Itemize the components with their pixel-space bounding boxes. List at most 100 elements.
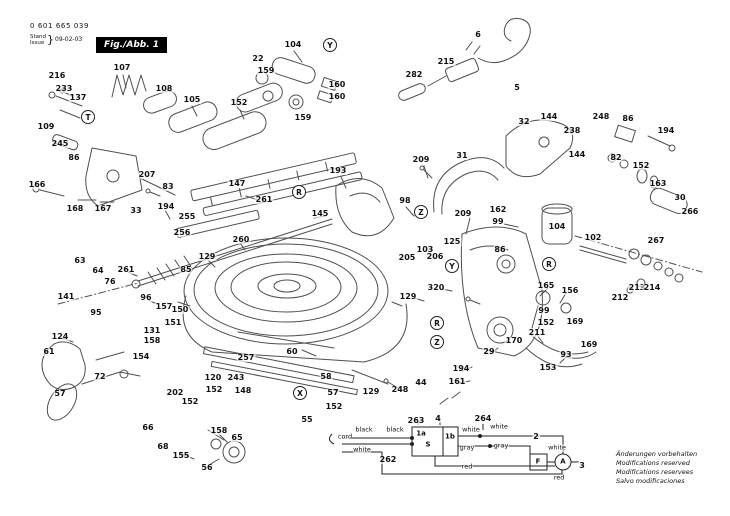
part-number-label: 145 xyxy=(310,209,330,218)
part-number-label: 72 xyxy=(93,372,107,381)
part-number-label: 320 xyxy=(426,283,446,292)
part-number-label: 266 xyxy=(680,207,700,216)
wire-color-label: black xyxy=(386,425,404,434)
legal-notes: Änderungen vorbehalten Modifications res… xyxy=(616,450,697,486)
part-number-label: 169 xyxy=(565,317,585,326)
part-number-label: 255 xyxy=(177,212,197,221)
part-number-label: 30 xyxy=(673,193,687,202)
part-number-label: 158 xyxy=(209,426,229,435)
section-letter-mark: R xyxy=(430,316,444,330)
part-number-label: 108 xyxy=(154,84,174,93)
section-letter-mark: R xyxy=(292,185,306,199)
section-letter-mark: Z xyxy=(430,335,444,349)
part-number-label: 214 xyxy=(642,283,662,292)
part-number-label: 161 xyxy=(447,377,467,386)
part-number-label: 61 xyxy=(42,347,56,356)
part-number-label: 85 xyxy=(179,265,193,274)
part-number-label: 95 xyxy=(89,308,103,317)
stand-label: Stand xyxy=(30,33,46,40)
part-number-label: 168 xyxy=(65,204,85,213)
note-line-fr: Modifications reservees xyxy=(616,468,694,476)
part-number-label: 152 xyxy=(631,161,651,170)
part-number-label: 44 xyxy=(414,378,428,387)
part-number-label: 257 xyxy=(236,353,256,362)
part-number-label: 248 xyxy=(390,385,410,394)
part-number-label: 159 xyxy=(293,113,313,122)
part-number-label: 56 xyxy=(200,463,214,472)
part-number-label: 245 xyxy=(50,139,70,148)
part-number-label: 3 xyxy=(578,461,586,470)
part-number-label: 120 xyxy=(203,373,223,382)
wire-color-label: white xyxy=(462,425,480,434)
part-number-label: 194 xyxy=(451,364,471,373)
part-number-label: 152 xyxy=(229,98,249,107)
section-letter-mark: X xyxy=(293,386,307,400)
part-number-label: 160 xyxy=(327,80,347,89)
terminal-label: F xyxy=(535,457,541,466)
part-number-label: 4 xyxy=(434,414,442,423)
part-number-label: 194 xyxy=(656,126,676,135)
part-number-label: 263 xyxy=(406,416,426,425)
issue-label: Issue xyxy=(30,39,45,46)
section-letter-mark: Z xyxy=(414,205,428,219)
part-number-label: 96 xyxy=(139,293,153,302)
part-number-label: 202 xyxy=(165,388,185,397)
part-number-label: 104 xyxy=(547,222,567,231)
part-number-label: 157 xyxy=(154,302,174,311)
part-number-label: 152 xyxy=(536,318,556,327)
part-number-label: 102 xyxy=(583,233,603,242)
part-number-label: 6 xyxy=(474,30,482,39)
terminal-label: 1b xyxy=(445,432,455,441)
part-number-label: 31 xyxy=(455,151,469,160)
part-number-label: 212 xyxy=(610,293,630,302)
part-number-label: 86 xyxy=(621,114,635,123)
part-number-label: 64 xyxy=(91,266,105,275)
note-line-en: Modifications reserved xyxy=(616,459,690,467)
part-number-label: 166 xyxy=(27,180,47,189)
part-number-label: 103 xyxy=(415,245,435,254)
figure-label: Fig./Abb. 1 xyxy=(96,37,168,53)
part-number-label: 207 xyxy=(137,170,157,179)
part-number-label: 93 xyxy=(559,350,573,359)
part-number-label: 29 xyxy=(482,347,496,356)
part-number-label: 162 xyxy=(488,205,508,214)
terminal-label: S xyxy=(425,440,431,449)
part-number-label: 156 xyxy=(560,286,580,295)
part-number-label: 141 xyxy=(56,292,76,301)
wire-color-label: cord xyxy=(337,432,353,441)
wire-color-label: gray xyxy=(493,441,509,450)
wire-color-label: black xyxy=(355,425,373,434)
part-number-label: 238 xyxy=(562,126,582,135)
part-number-label: 155 xyxy=(171,451,191,460)
part-number-label: 206 xyxy=(425,252,445,261)
part-number-label: 170 xyxy=(504,336,524,345)
part-number-label: 124 xyxy=(50,332,70,341)
part-number-label: 152 xyxy=(180,397,200,406)
brace-glyph: } xyxy=(47,33,54,46)
part-number-label: 109 xyxy=(36,122,56,131)
part-number-label: 267 xyxy=(646,236,666,245)
part-number-label: 248 xyxy=(591,112,611,121)
note-line-es: Salvo modificaciones xyxy=(616,477,685,485)
part-number-label: 22 xyxy=(251,54,265,63)
part-number-label: 57 xyxy=(53,389,67,398)
part-number-label: 169 xyxy=(579,340,599,349)
part-number-label: 131 xyxy=(142,326,162,335)
part-number-label: 194 xyxy=(156,202,176,211)
part-number-label: 63 xyxy=(73,256,87,265)
terminal-label: A xyxy=(560,457,566,466)
part-number-label: 215 xyxy=(436,57,456,66)
part-number-label: 148 xyxy=(233,386,253,395)
part-number-label: 5 xyxy=(513,83,521,92)
part-number-label: 82 xyxy=(609,153,623,162)
part-number-label: 76 xyxy=(103,277,117,286)
part-number-label: 57 xyxy=(326,388,340,397)
part-number-label: 129 xyxy=(361,387,381,396)
part-number-label: 264 xyxy=(473,414,493,423)
part-number-label: 167 xyxy=(93,204,113,213)
part-number-label: 205 xyxy=(397,253,417,262)
part-number-label: 153 xyxy=(538,363,558,372)
part-number-label: 86 xyxy=(67,153,81,162)
